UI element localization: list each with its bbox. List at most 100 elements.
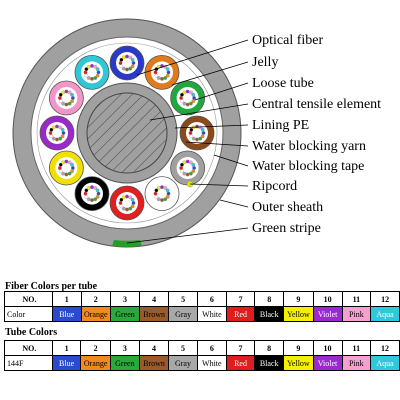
fiber-row-label: Color <box>4 306 53 322</box>
fiber-color-cell-11: Pink <box>341 306 372 322</box>
fiber-header-6: 6 <box>196 291 227 307</box>
fiber-header-9: 9 <box>283 291 314 307</box>
optical-fiber <box>128 66 133 71</box>
optical-fiber <box>131 61 136 65</box>
optical-fiber <box>189 101 193 106</box>
leader-line <box>171 61 249 86</box>
optical-fiber <box>67 90 72 95</box>
leader-line <box>185 141 249 147</box>
optical-fiber <box>93 76 98 80</box>
optical-fiber <box>90 64 94 68</box>
label-leaders <box>126 39 249 244</box>
optical-fiber <box>60 127 65 132</box>
optical-fiber-label: Optical fiber <box>252 33 323 48</box>
leader-line <box>174 124 249 129</box>
fiber-header-8: 8 <box>254 291 285 307</box>
optical-fiber <box>195 137 199 142</box>
optical-fiber <box>49 127 54 132</box>
tube-header-1: 1 <box>51 340 82 356</box>
optical-fiber <box>64 172 69 177</box>
optical-fiber <box>51 125 56 130</box>
optical-fiber <box>121 55 126 60</box>
optical-fiber <box>84 195 89 199</box>
optical-fiber <box>67 171 72 176</box>
optical-fiber <box>55 124 59 129</box>
optical-fiber <box>125 194 129 199</box>
optical-fiber <box>198 136 203 141</box>
optical-fiber <box>185 89 190 94</box>
optical-fiber <box>189 134 194 139</box>
optical-fiber <box>191 169 196 174</box>
optical-fiber <box>189 127 194 132</box>
tube-header-10: 10 <box>312 340 343 356</box>
optical-fiber <box>121 195 126 200</box>
optical-fiber <box>90 185 94 189</box>
optical-fiber <box>118 61 123 65</box>
optical-fiber <box>153 70 158 75</box>
ripcord-label: Ripcord <box>252 179 297 194</box>
leader-line <box>194 82 249 101</box>
tube-color-cell-2: Orange <box>80 355 111 371</box>
tube-color-cell-6: White <box>196 355 227 371</box>
optical-fiber <box>191 162 196 167</box>
optical-fiber <box>55 137 59 142</box>
fiber-color-cell-4: Brown <box>138 306 170 322</box>
loose-tube-5 <box>170 150 206 186</box>
leader-line <box>126 227 249 244</box>
optical-fiber <box>165 188 170 193</box>
tube-color-cell-8: Black <box>254 355 285 371</box>
fiber-header-1: 1 <box>51 291 82 307</box>
water-blocking-yarn-label: Water blocking yarn <box>252 139 366 154</box>
tube-color-cell-7: Red <box>225 355 256 371</box>
tube-table-title: Tube Colors <box>5 327 58 338</box>
optical-fiber <box>95 67 100 71</box>
fiber-color-cell-1: Blue <box>51 306 82 322</box>
optical-fiber <box>61 171 65 176</box>
optical-fiber <box>154 195 159 199</box>
optical-fiber <box>48 131 53 135</box>
optical-fiber <box>121 206 126 211</box>
optical-fiber <box>165 67 170 71</box>
optical-fiber <box>131 201 136 205</box>
tube-color-cell-5: Gray <box>168 355 198 371</box>
tube-header-3: 3 <box>109 340 140 356</box>
optical-fiber <box>95 73 100 78</box>
optical-fiber <box>121 66 126 71</box>
optical-fiber <box>67 160 72 165</box>
optical-fiber <box>156 197 161 202</box>
optical-fiber <box>195 124 199 129</box>
leader-line <box>136 39 249 76</box>
optical-fiber <box>179 166 183 170</box>
optical-fiber <box>180 99 184 104</box>
optical-fiber <box>60 134 65 139</box>
optical-fiber <box>93 64 98 69</box>
optical-fiber <box>49 134 54 139</box>
optical-fiber <box>154 73 159 78</box>
optical-fiber <box>67 101 72 106</box>
loose-tube-2 <box>144 54 180 90</box>
optical-fiber <box>130 64 135 69</box>
optical-fiber <box>61 131 66 135</box>
optical-fiber <box>70 92 74 97</box>
loose-tube-6 <box>144 176 180 212</box>
fiber-color-cell-7: Red <box>225 306 256 322</box>
optical-fiber <box>93 186 98 190</box>
optical-fiber <box>96 191 101 196</box>
fiber-header-12: 12 <box>370 291 400 307</box>
tube-header-7: 7 <box>225 340 256 356</box>
central-tensile-element-label: Central tensile element <box>252 97 381 112</box>
fiber-header-2: 2 <box>80 291 111 307</box>
tube-color-cell-11: Pink <box>341 355 372 371</box>
fiber-color-cell-5: Gray <box>168 306 198 322</box>
optical-fiber <box>163 186 168 190</box>
optical-fiber <box>160 185 164 189</box>
water-blocking-tape-label: Water blocking tape <box>252 159 364 174</box>
fiber-color-cell-9: Yellow <box>283 306 314 322</box>
optical-fiber <box>182 160 187 165</box>
optical-fiber <box>153 191 158 196</box>
fiber-header-11: 11 <box>341 291 372 307</box>
optical-fiber <box>119 57 124 62</box>
